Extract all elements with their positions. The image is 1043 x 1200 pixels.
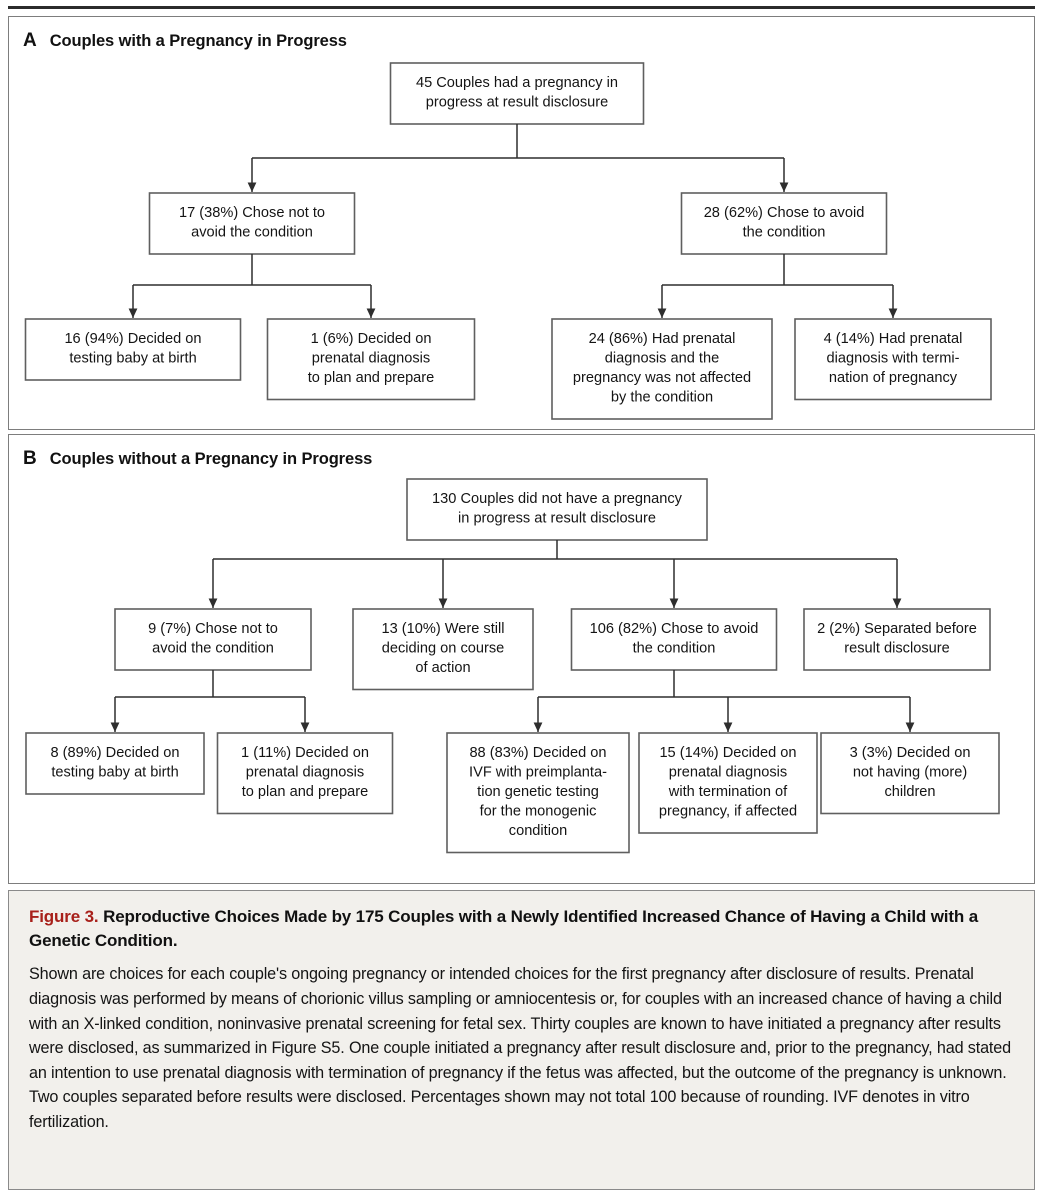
flow-node-line: result disclosure xyxy=(844,641,949,657)
flow-node-a-prenatal-unaffected: 24 (86%) Had prenatal diagnosis and the pr… xyxy=(551,318,773,420)
connector-arrowhead xyxy=(657,308,667,318)
flow-node-a-prenatal-termination: 4 (14%) Had prenatal diagnosis with termi… xyxy=(794,318,992,401)
flow-node-b-no-more-children: 3 (3%) Decided on not having (more) childr… xyxy=(820,732,1000,815)
flow-node-line: deciding on course xyxy=(382,641,505,657)
connector-arrowhead xyxy=(366,308,376,318)
flow-node-line: 1 (11%) Decided on xyxy=(241,745,369,761)
flow-node-line: 1 (6%) Decided on xyxy=(311,331,432,347)
connector-arrowhead xyxy=(779,182,789,192)
flow-node-a-not-avoid: 17 (38%) Chose not to avoid the condition xyxy=(148,192,356,255)
flow-node-line: avoid the condition xyxy=(191,225,313,241)
flow-node-line: pregnancy was not affected xyxy=(573,370,751,386)
flow-node-line: 4 (14%) Had prenatal xyxy=(824,331,963,347)
flow-node-line: by the condition xyxy=(611,390,713,406)
flow-node-line: testing baby at birth xyxy=(69,351,196,367)
flow-node-a-test-at-birth: 16 (94%) Decided on testing baby at birth xyxy=(24,318,242,381)
flow-connector-group xyxy=(251,124,785,192)
flow-node-line: 3 (3%) Decided on xyxy=(850,745,971,761)
flow-node-line: 16 (94%) Decided on xyxy=(64,331,201,347)
flow-node-line: pregnancy, if affected xyxy=(659,804,797,820)
connector-arrowhead xyxy=(905,722,915,732)
flow-node-line: children xyxy=(884,784,935,800)
flow-node-line: prenatal diagnosis xyxy=(246,765,364,781)
connector-arrowhead xyxy=(533,722,543,732)
flow-node-b-separated: 2 (2%) Separated before result disclosure xyxy=(803,608,991,671)
flow-node-line: condition xyxy=(509,823,567,839)
figure-number-label: Figure 3. xyxy=(29,907,99,926)
panel-b-header: B Couples without a Pregnancy in Progres… xyxy=(23,449,372,468)
connector-arrowhead xyxy=(888,308,898,318)
connector-arrowhead xyxy=(247,182,257,192)
flow-node-a-prenatal-plan: 1 (6%) Decided on prenatal diagnosis to pl… xyxy=(266,318,476,401)
panel-b-flowchart: 130 Couples did not have a pregnancy in p… xyxy=(25,478,1000,854)
flow-node-b-avoid: 106 (82%) Chose to avoid the condition xyxy=(570,608,778,671)
flow-node-line: 130 Couples did not have a pregnancy xyxy=(432,491,683,507)
flow-node-line: not having (more) xyxy=(853,765,967,781)
connector-arrowhead xyxy=(110,722,120,732)
flow-node-line: IVF with preimplanta- xyxy=(469,765,607,781)
flow-node-line: with termination of xyxy=(668,784,788,800)
flow-node-line: 88 (83%) Decided on xyxy=(469,745,606,761)
flow-node-line: prenatal diagnosis xyxy=(312,351,430,367)
figure-caption-panel: Figure 3. Reproductive Choices Made by 1… xyxy=(8,890,1035,1190)
flow-node-line: avoid the condition xyxy=(152,641,274,657)
flow-node-line: diagnosis and the xyxy=(605,351,719,367)
panel-a-flowchart: 45 Couples had a pregnancy in progress at… xyxy=(24,62,992,420)
flow-node-line: of action xyxy=(415,660,470,676)
flow-node-line: in progress at result disclosure xyxy=(458,511,656,527)
flow-node-b-root: 130 Couples did not have a pregnancy in p… xyxy=(406,478,708,541)
panel-b-letter: B xyxy=(23,448,37,469)
connector-arrowhead xyxy=(438,598,448,608)
flow-node-line: 2 (2%) Separated before xyxy=(817,621,977,637)
flow-node-line: 106 (82%) Chose to avoid xyxy=(590,621,759,637)
flow-node-line: the condition xyxy=(743,225,826,241)
flow-node-a-avoid: 28 (62%) Chose to avoid the condition xyxy=(680,192,888,255)
panel-a-header: A Couples with a Pregnancy in Progress xyxy=(23,31,347,50)
connector-arrowhead xyxy=(723,722,733,732)
flow-node-line: to plan and prepare xyxy=(308,370,435,386)
flow-node-line: 24 (86%) Had prenatal xyxy=(589,331,736,347)
flow-node-b-not-avoid: 9 (7%) Chose not to avoid the condition xyxy=(114,608,312,671)
panel-b-title: Couples without a Pregnancy in Progress xyxy=(49,450,373,468)
caption-body-text: Shown are choices for each couple's ongo… xyxy=(29,965,1011,1131)
flow-node-line: 45 Couples had a pregnancy in xyxy=(416,75,618,91)
panel-a-title: Couples with a Pregnancy in Progress xyxy=(49,32,347,50)
connector-arrowhead xyxy=(300,722,310,732)
flow-node-line: to plan and prepare xyxy=(242,784,369,800)
panel-b-couples-without-pregnancy: B Couples without a Pregnancy in Progres… xyxy=(8,434,1035,884)
flow-connector-group xyxy=(114,670,306,732)
flow-node-b-ivf-pgt: 88 (83%) Decided on IVF with preimplanta-… xyxy=(446,732,630,854)
flow-node-line: diagnosis with termi- xyxy=(826,351,959,367)
flow-node-line: tion genetic testing xyxy=(477,784,599,800)
connector-arrowhead xyxy=(892,598,902,608)
flow-node-line: nation of pregnancy xyxy=(829,370,958,386)
flow-node-line: for the monogenic xyxy=(480,804,597,820)
flow-connector-group xyxy=(212,540,898,608)
flow-connector-group xyxy=(132,254,372,318)
flow-node-line: 28 (62%) Chose to avoid xyxy=(704,205,865,221)
flow-node-line: progress at result disclosure xyxy=(426,95,609,111)
flow-connector-group xyxy=(661,254,894,318)
flow-node-b-still-deciding: 13 (10%) Were still deciding on course of … xyxy=(352,608,534,691)
flow-node-line: 15 (14%) Decided on xyxy=(659,745,796,761)
flow-node-line: testing baby at birth xyxy=(51,765,178,781)
flow-node-a-root: 45 Couples had a pregnancy in progress at… xyxy=(389,62,645,125)
panel-a-couples-with-pregnancy: A Couples with a Pregnancy in Progress 4… xyxy=(8,16,1035,430)
flow-node-line: 8 (89%) Decided on xyxy=(51,745,180,761)
connector-arrowhead xyxy=(208,598,218,608)
top-rule-divider xyxy=(8,6,1035,9)
flow-node-b-test-at-birth: 8 (89%) Decided on testing baby at birth xyxy=(25,732,205,795)
flow-node-line: prenatal diagnosis xyxy=(669,765,787,781)
flow-node-line: the condition xyxy=(633,641,716,657)
caption-title-text: Reproductive Choices Made by 175 Couples… xyxy=(29,907,978,951)
flow-node-line: 9 (7%) Chose not to xyxy=(148,621,278,637)
panel-a-letter: A xyxy=(23,30,37,51)
connector-arrowhead xyxy=(669,598,679,608)
flow-node-line: 13 (10%) Were still xyxy=(381,621,504,637)
flow-node-line: 17 (38%) Chose not to xyxy=(179,205,325,221)
flow-node-b-prenatal-termination: 15 (14%) Decided on prenatal diagnosis wit… xyxy=(638,732,818,834)
caption-title: Figure 3. Reproductive Choices Made by 1… xyxy=(29,905,1014,953)
connector-arrowhead xyxy=(128,308,138,318)
flow-node-b-prenatal-plan: 1 (11%) Decided on prenatal diagnosis to p… xyxy=(216,732,394,815)
